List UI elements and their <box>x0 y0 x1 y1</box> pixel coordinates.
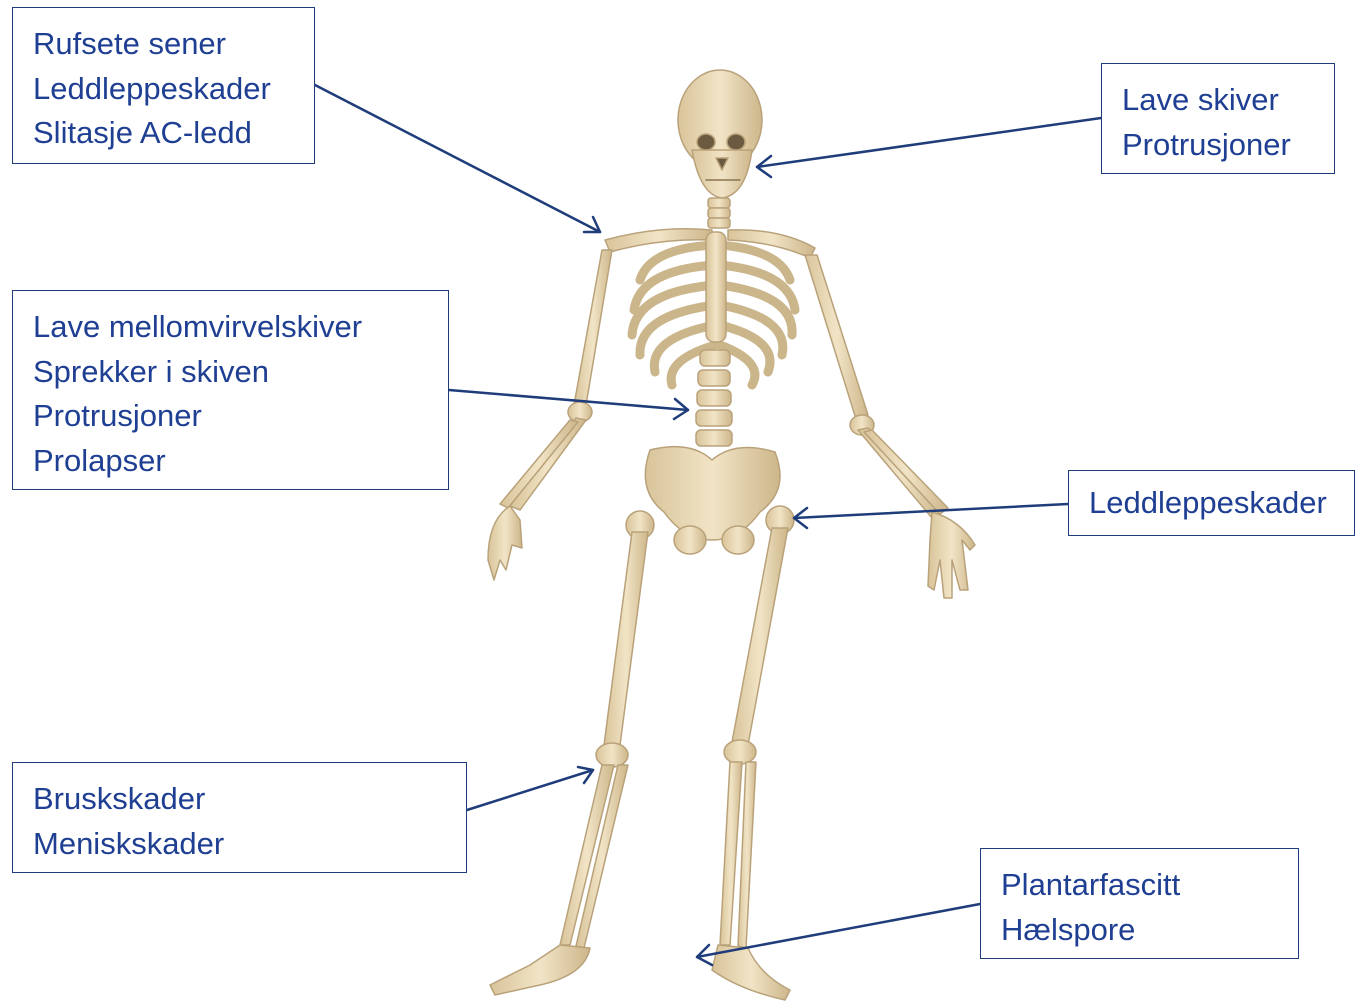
label-line: Slitasje AC-ledd <box>33 111 314 156</box>
arrow-hip <box>794 504 1068 528</box>
label-line: Lave mellomvirvelskiver <box>33 305 448 350</box>
arrow-knee <box>467 767 593 810</box>
label-line: Protrusjoner <box>33 394 448 439</box>
arrow-spine <box>449 390 688 419</box>
label-line: Plantarfascitt <box>1001 863 1298 908</box>
label-box-foot: Plantarfascitt Hælspore <box>980 848 1299 959</box>
label-line: Rufsete sener <box>33 22 314 67</box>
label-box-knee: Bruskskader Meniskskader <box>12 762 467 873</box>
label-box-hip: Leddleppeskader <box>1068 470 1355 536</box>
label-line: Leddleppeskader <box>1089 481 1354 526</box>
label-line: Meniskskader <box>33 822 466 867</box>
label-line: Protrusjoner <box>1122 123 1334 168</box>
label-line: Hælspore <box>1001 908 1298 953</box>
label-box-neck: Lave skiver Protrusjoner <box>1101 63 1335 174</box>
arrow-neck <box>757 118 1101 177</box>
label-box-spine: Lave mellomvirvelskiver Sprekker i skive… <box>12 290 449 490</box>
label-box-shoulder: Rufsete sener Leddleppeskader Slitasje A… <box>12 7 315 164</box>
label-line: Bruskskader <box>33 777 466 822</box>
label-line: Leddleppeskader <box>33 67 314 112</box>
arrow-shoulder <box>315 85 600 232</box>
arrow-foot <box>697 904 980 965</box>
label-line: Sprekker i skiven <box>33 350 448 395</box>
label-line: Lave skiver <box>1122 78 1334 123</box>
label-line: Prolapser <box>33 439 448 484</box>
